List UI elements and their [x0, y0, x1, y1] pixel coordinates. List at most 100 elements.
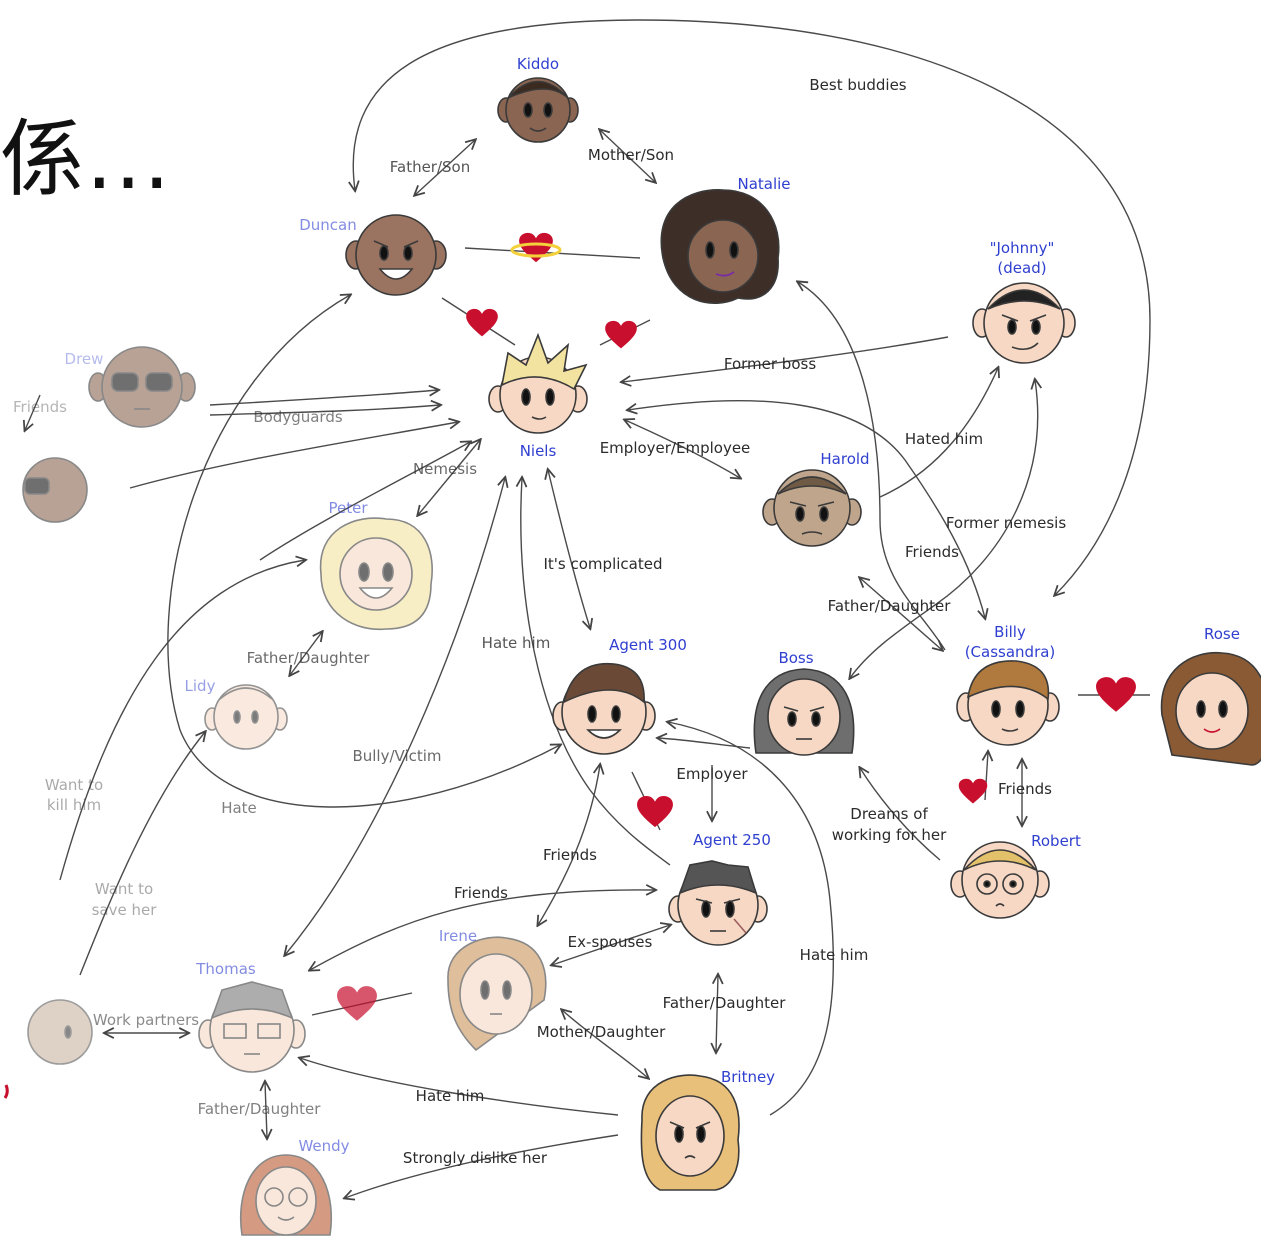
- label-strongly-dislike: Strongly dislike her: [403, 1149, 548, 1167]
- name-natalie: Natalie: [737, 175, 790, 193]
- avatar-drew: [88, 346, 196, 428]
- edge-father-daughter-boss: [860, 578, 942, 650]
- label-nemesis: Nemesis: [413, 460, 477, 478]
- faces: [22, 77, 1261, 1236]
- edge-father-son: [415, 140, 475, 195]
- heart-icon-thomas-irene: [337, 986, 377, 1021]
- label-former-nemesis: Former nemesis: [946, 514, 1067, 532]
- label-father-daughter-peter: Father/Daughter: [247, 649, 371, 667]
- label-father-daughter-thomas: Father/Daughter: [198, 1100, 322, 1118]
- label-hate-him-britney: Hate him: [800, 946, 869, 964]
- avatar-britney: [640, 1074, 740, 1191]
- label-friends-thomas-agent250: Friends: [454, 884, 508, 902]
- name-peter: Peter: [328, 499, 368, 517]
- label-mother-daughter: Mother/Daughter: [537, 1023, 666, 1041]
- avatar-wendy: [240, 1154, 332, 1236]
- edge-mother-daughter: [562, 1010, 648, 1078]
- label-its-complicated: It's complicated: [544, 555, 663, 573]
- label-want-to-kill-2: kill him: [47, 796, 101, 814]
- label-friends-drew: Friends: [13, 398, 67, 416]
- heart-icon-duncan-niels: [466, 308, 498, 337]
- avatar-irene: [447, 936, 547, 1052]
- name-niels: Niels: [520, 442, 557, 460]
- label-mother-son: Mother/Son: [588, 146, 674, 164]
- avatar-thomas: [198, 981, 306, 1073]
- name-britney: Britney: [721, 1068, 775, 1086]
- name-rose: Rose: [1204, 625, 1240, 643]
- name-thomas: Thomas: [195, 960, 256, 978]
- name-irene: Irene: [439, 927, 477, 945]
- name-drew: Drew: [65, 350, 104, 368]
- label-hate-him-thomas: Hate him: [416, 1087, 485, 1105]
- label-best-buddies: Best buddies: [809, 76, 906, 94]
- name-johnny: "Johnny": [990, 239, 1055, 257]
- name-duncan: Duncan: [299, 216, 357, 234]
- name-billy: Billy: [994, 623, 1026, 641]
- label-father-son: Father/Son: [390, 158, 471, 176]
- label-father-daughter-boss: Father/Daughter: [828, 597, 952, 615]
- edge-ex-spouses: [552, 925, 670, 965]
- name-kiddo: Kiddo: [517, 55, 559, 73]
- heart-icon-natalie-niels: [605, 320, 637, 349]
- character-names: Kiddo Natalie Duncan "Johnny" (dead) Dre…: [65, 55, 1240, 1155]
- label-friends-agent300-irene: Friends: [543, 846, 597, 864]
- avatar-partial-left-1: [22, 457, 88, 523]
- avatar-boss: [753, 668, 855, 756]
- label-friends-billy-robert: Friends: [998, 780, 1052, 798]
- name-wendy: Wendy: [298, 1137, 349, 1155]
- edge-father-daughter-agent250: [716, 975, 718, 1052]
- heart-icon-billy-rose: [1096, 677, 1136, 712]
- avatar-robert: [950, 841, 1050, 919]
- label-hate-him-agent300: Hate him: [482, 634, 551, 652]
- relation-labels: Best buddies Father/Son Mother/Son Forme…: [13, 76, 1066, 1167]
- name-lidy: Lidy: [185, 677, 216, 695]
- label-bodyguards: Bodyguards: [253, 408, 343, 426]
- edge-hate-him-britney: [668, 722, 835, 1116]
- heart-icon-duncan-natalie: [510, 232, 562, 263]
- label-bully-victim: Bully/Victim: [352, 747, 441, 765]
- name-boss: Boss: [778, 649, 813, 667]
- label-work-partners: Work partners: [93, 1011, 199, 1029]
- label-dreams-1: Dreams of: [850, 805, 928, 823]
- slide-title-fragment: 係...: [0, 110, 173, 208]
- edge-father-daughter-thomas: [265, 1082, 267, 1138]
- name-robert: Robert: [1031, 832, 1081, 850]
- relationship-lines: [25, 19, 1151, 1198]
- avatar-rose: [1160, 651, 1261, 766]
- name-johnny-note: (dead): [997, 259, 1046, 277]
- label-friends-harold: Friends: [905, 543, 959, 561]
- avatar-harold: [762, 469, 862, 547]
- avatar-lidy: [204, 684, 288, 750]
- avatar-natalie: [660, 189, 780, 304]
- label-want-to-save-2: save her: [92, 901, 158, 919]
- avatar-niels: [488, 332, 588, 434]
- label-father-daughter-agent250: Father/Daughter: [663, 994, 787, 1012]
- edge-want-to-save: [79, 732, 205, 976]
- label-employer: Employer: [676, 765, 748, 783]
- edge-its-complicated: [548, 470, 590, 628]
- edge-best-buddies: [353, 19, 1151, 595]
- edge-drew-friends: [25, 394, 41, 430]
- label-dreams-2: working for her: [832, 826, 947, 844]
- label-ex-spouses: Ex-spouses: [568, 933, 653, 951]
- avatar-duncan: [345, 214, 447, 296]
- edge-hate-him-thomas: [300, 1058, 619, 1116]
- avatar-agent300: [552, 662, 656, 755]
- label-want-to-save-1: Want to: [95, 880, 153, 898]
- label-former-boss: Former boss: [724, 355, 816, 373]
- edge-want-to-kill: [59, 560, 305, 881]
- avatar-partial-left-2: [27, 999, 93, 1065]
- avatar-agent250: [668, 860, 768, 946]
- edge-dreams: [860, 768, 941, 861]
- label-want-to-kill-1: Want to: [45, 776, 103, 794]
- avatar-kiddo: [497, 77, 579, 143]
- heart-icon-agent300-agent250: [637, 795, 673, 828]
- label-hated-him: Hated him: [905, 430, 983, 448]
- avatar-peter: [319, 517, 433, 631]
- edge-mother-son: [600, 130, 655, 182]
- edge-bodyguards: [209, 390, 438, 406]
- edge-billy-robert-2: [985, 752, 988, 801]
- decorative-mark: [3, 1084, 9, 1099]
- avatar-johnny: [972, 282, 1076, 364]
